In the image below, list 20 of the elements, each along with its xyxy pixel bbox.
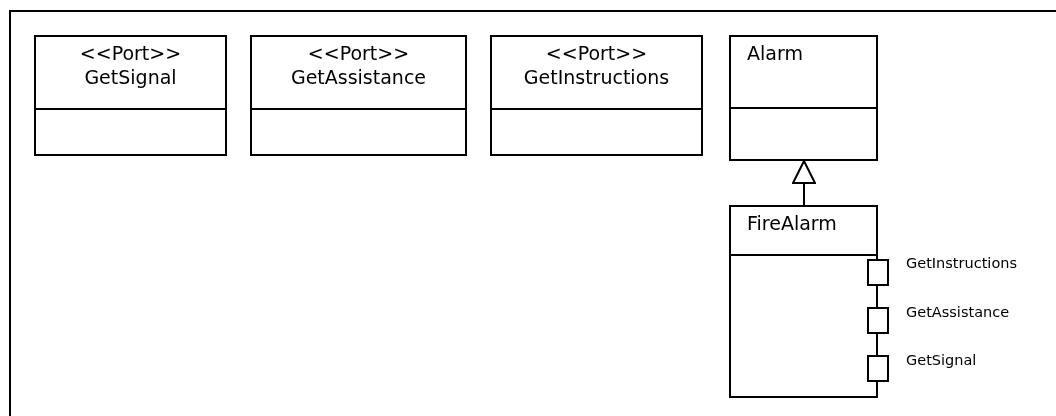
class-name: Alarm <box>747 41 803 65</box>
class-name: GetSignal <box>84 65 177 89</box>
port-label: GetAssistance <box>906 303 1010 321</box>
generalization-arrow <box>792 160 816 206</box>
class-box <box>250 35 467 156</box>
stereotype-label: <<Port>> <box>79 41 182 65</box>
class-box <box>729 35 878 161</box>
port-label: GetInstructions <box>906 254 1017 272</box>
class-name: GetAssistance <box>290 65 427 89</box>
port-label: GetSignal <box>906 351 977 369</box>
port-square <box>867 355 889 382</box>
class-name: FireAlarm <box>747 211 837 235</box>
port-square <box>867 307 889 334</box>
port-square <box>867 259 889 286</box>
stereotype-label: <<Port>> <box>307 41 410 65</box>
class-box <box>729 205 878 398</box>
class-name: GetInstructions <box>523 65 670 89</box>
stereotype-label: <<Port>> <box>545 41 648 65</box>
class-box <box>34 35 227 156</box>
class-box <box>490 35 703 156</box>
